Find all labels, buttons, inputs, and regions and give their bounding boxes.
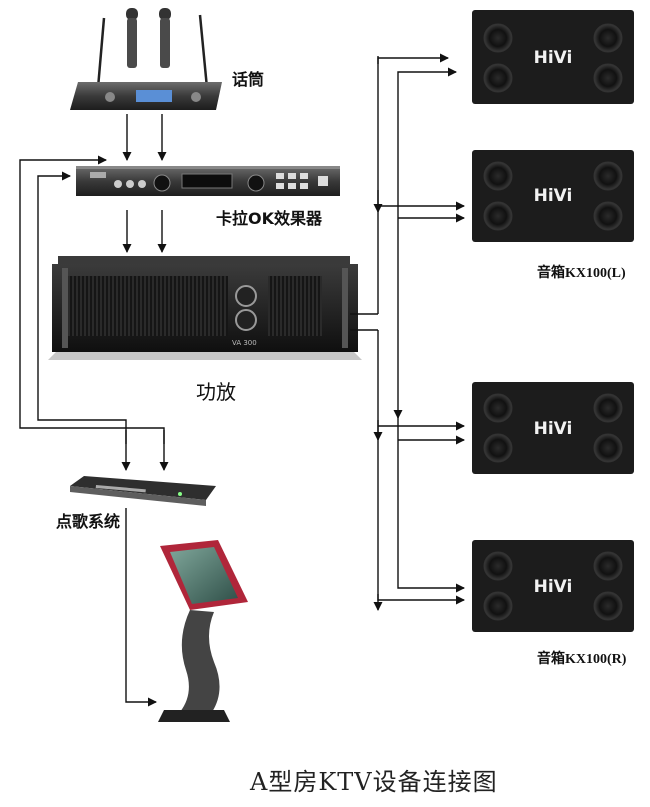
speaker-icon bbox=[472, 382, 634, 474]
speaker-left-label: 音箱KX100(L) bbox=[537, 266, 626, 281]
speaker-brand-logo: HiVi bbox=[534, 186, 573, 206]
song-system-label: 点歌系统 bbox=[56, 512, 121, 531]
touchscreen-kiosk-icon bbox=[158, 540, 248, 722]
amplifier-model-label: VA 300 bbox=[232, 339, 257, 347]
speaker-brand-logo: HiVi bbox=[534, 48, 573, 68]
speaker-right-label: 音箱KX100(R) bbox=[537, 652, 627, 667]
wireless-microphone-icon bbox=[70, 8, 222, 110]
karaoke-effector-label: 卡拉OK效果器 bbox=[216, 209, 323, 228]
connection-lines bbox=[19, 53, 465, 707]
karaoke-effector-icon bbox=[76, 166, 340, 196]
speaker-icon bbox=[472, 540, 634, 632]
speaker-icon bbox=[472, 10, 634, 104]
microphone-label: 话筒 bbox=[232, 70, 265, 89]
amplifier-icon bbox=[48, 256, 362, 360]
speaker-brand-logo: HiVi bbox=[534, 419, 573, 439]
page-title: A型房KTV设备连接图 bbox=[250, 768, 498, 796]
speaker-brand-logo: HiVi bbox=[534, 577, 573, 597]
speaker-icon bbox=[472, 150, 634, 242]
amplifier-label: 功放 bbox=[196, 380, 236, 404]
song-system-box-icon bbox=[70, 476, 216, 506]
